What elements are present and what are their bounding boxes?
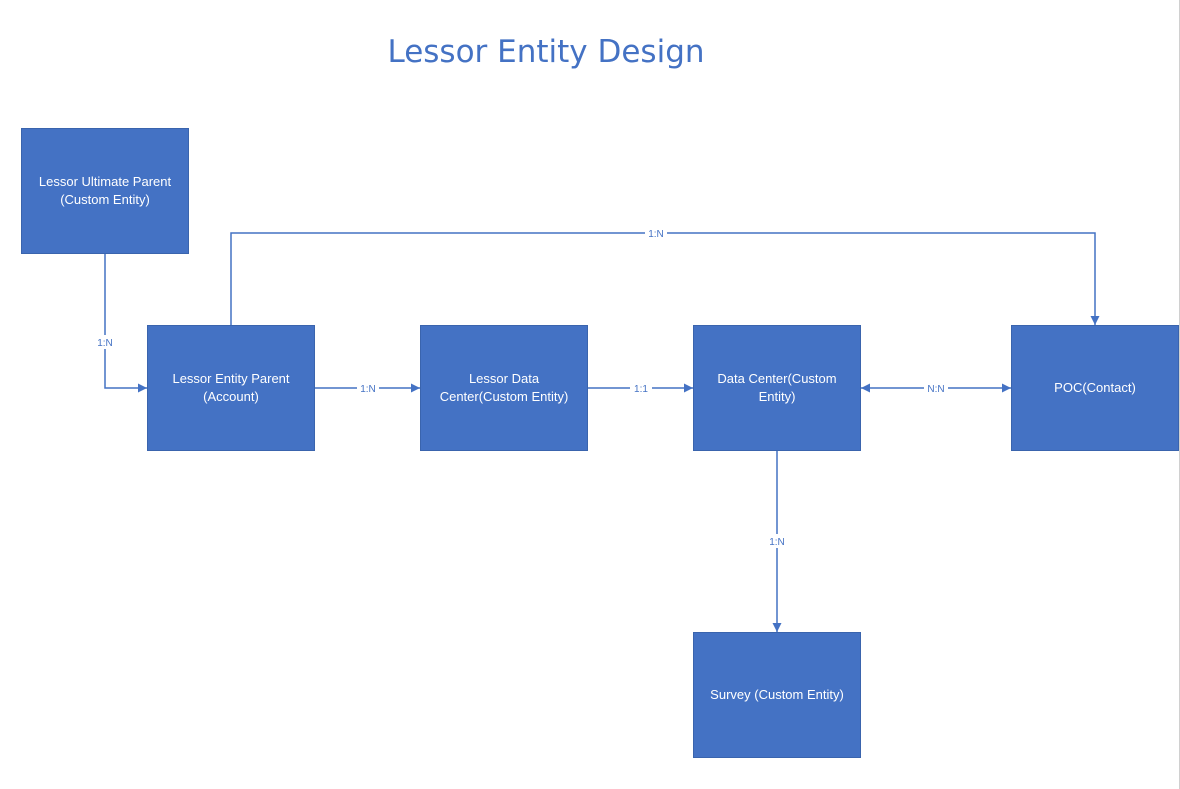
connector-parent-to-poc bbox=[230, 232, 1100, 325]
entity-lessor-ultimate-parent[interactable]: Lessor Ultimate Parent (Custom Entity) bbox=[21, 128, 189, 254]
entity-survey[interactable]: Survey (Custom Entity) bbox=[693, 632, 861, 758]
label-parent-to-poc: 1:N bbox=[648, 229, 664, 240]
label-bg-parent-to-lessor-dc bbox=[357, 381, 379, 395]
label-bg-dc-to-survey bbox=[766, 534, 788, 548]
label-bg-ultimate-to-parent bbox=[95, 335, 115, 349]
label-ultimate-to-parent: 1:N bbox=[97, 338, 113, 349]
entity-poc-contact[interactable]: POC(Contact) bbox=[1011, 325, 1179, 451]
entity-lessor-data-center[interactable]: Lessor Data Center(Custom Entity) bbox=[420, 325, 588, 451]
entity-lessor-entity-parent[interactable]: Lessor Entity Parent (Account) bbox=[147, 325, 315, 451]
label-bg-lessor-dc-to-dc bbox=[630, 381, 652, 395]
diagram-title: Lessor Entity Design bbox=[387, 34, 705, 70]
entity-data-center[interactable]: Data Center(Custom Entity) bbox=[693, 325, 861, 451]
connector-ultimate-to-parent bbox=[104, 254, 147, 393]
label-parent-to-lessor-dc: 1:N bbox=[360, 384, 376, 395]
label-dc-to-poc: N:N bbox=[927, 384, 944, 395]
label-bg-dc-to-poc bbox=[924, 381, 948, 395]
label-lessor-dc-to-dc: 1:1 bbox=[634, 384, 648, 395]
label-dc-to-survey: 1:N bbox=[769, 537, 785, 548]
label-bg-parent-to-poc bbox=[645, 226, 667, 240]
